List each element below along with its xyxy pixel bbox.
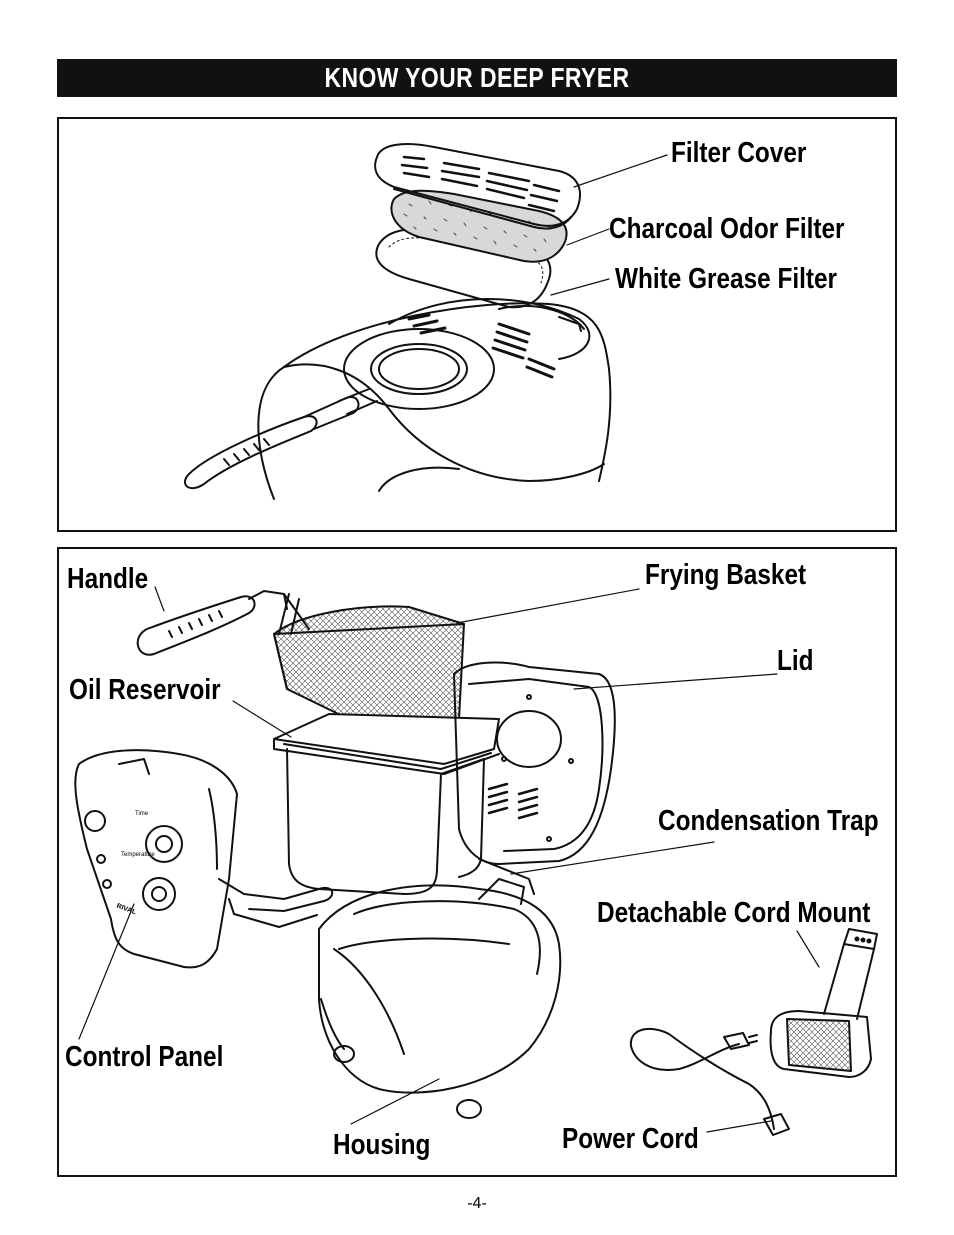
top-leader-lines (550, 154, 668, 296)
fryer-body-drawing (257, 298, 612, 500)
housing-drawing (318, 878, 562, 1119)
oil-reservoir-drawing (273, 713, 500, 895)
filter-diagram-panel: Filter Cover Charcoal Odor Filter White … (57, 117, 897, 532)
cord-mount-drawing (769, 928, 878, 1078)
section-title-bar: KNOW YOUR DEEP FRYER (57, 59, 897, 97)
charcoal-odor-filter-label: Charcoal Odor Filter (609, 213, 845, 245)
temp-dial-text: Temperature (121, 852, 155, 858)
fryer-filter-illustration (184, 143, 668, 500)
frying-basket-drawing (273, 593, 465, 732)
white-grease-filter-label: White Grease Filter (615, 263, 838, 295)
time-dial-text: Time (135, 811, 149, 817)
fryer-handle-drawing (184, 388, 378, 490)
bottom-leader-lines (78, 586, 820, 1133)
control-panel-drawing (74, 749, 334, 969)
filter-cover-label: Filter Cover (671, 137, 807, 169)
condensation-trap-label: Condensation Trap (658, 805, 879, 837)
power-cord-drawing (629, 1027, 790, 1136)
housing-label: Housing (333, 1129, 431, 1161)
control-panel-label: Control Panel (65, 1041, 224, 1073)
lid-label: Lid (777, 645, 814, 677)
parts-diagram-panel: Handle Frying Basket Lid Oil Reservoir C… (57, 547, 897, 1177)
handle-drawing (136, 590, 288, 656)
frying-basket-label: Frying Basket (645, 559, 807, 591)
cord-mount-label: Detachable Cord Mount (597, 897, 871, 929)
charcoal-odor-filter-drawing (390, 189, 568, 263)
oil-reservoir-label: Oil Reservoir (69, 674, 221, 706)
fryer-parts-illustration (74, 586, 878, 1136)
power-cord-label: Power Cord (562, 1123, 699, 1155)
handle-label: Handle (67, 563, 149, 595)
page-number: -4- (467, 1195, 487, 1212)
filter-cover-drawing (374, 143, 581, 230)
lid-drawing (453, 661, 616, 895)
page-title: KNOW YOUR DEEP FRYER (324, 62, 630, 93)
